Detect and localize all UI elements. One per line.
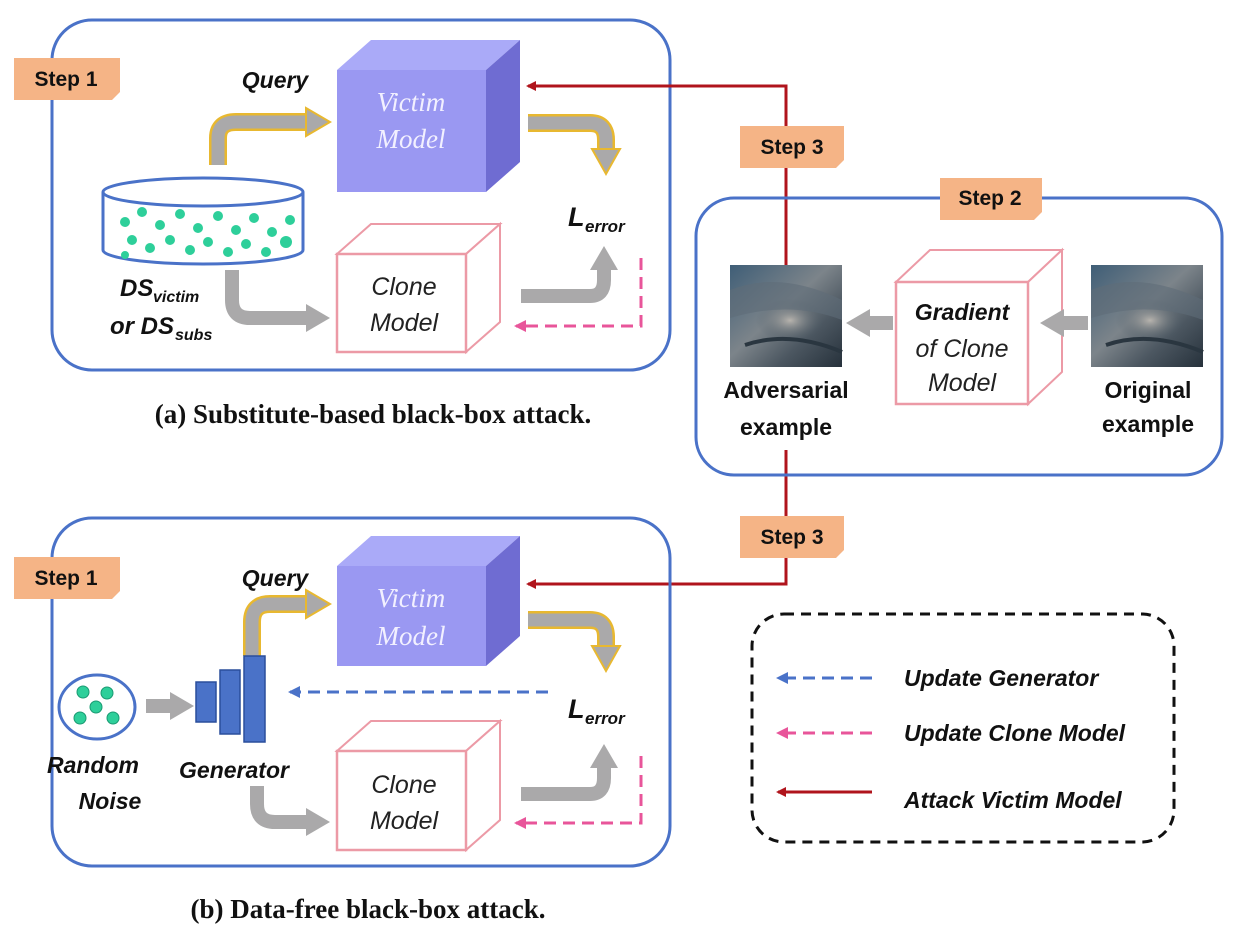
- legend-box: [750, 612, 1176, 844]
- attack-victim-path: [526, 81, 788, 589]
- generator-label: Generator: [179, 757, 290, 783]
- svg-text:error: error: [585, 217, 626, 236]
- panel-b-border: [50, 516, 672, 868]
- svg-text:Update Generator: Update Generator: [904, 665, 1099, 691]
- lerror-label-b: L error: [568, 694, 626, 728]
- victim-label-b-2: Model: [376, 621, 446, 651]
- query-label-a: Query: [242, 67, 310, 93]
- clone-label-b-2: Model: [370, 807, 440, 835]
- gradient-label-2: of Clone: [915, 335, 1008, 363]
- legend-item-update-generator: Update Generator: [776, 665, 1099, 691]
- clone-to-lerror-arrow-a: [521, 246, 618, 303]
- adversarial-label-2: example: [740, 414, 832, 440]
- dataset-to-clone-arrow-a: [225, 270, 330, 332]
- query-label-b: Query: [242, 565, 310, 591]
- caption-a: (a) Substitute-based black-box attack.: [155, 399, 592, 429]
- svg-text:Attack Victim Model: Attack Victim Model: [903, 787, 1122, 813]
- svg-text:Step 3: Step 3: [760, 136, 823, 159]
- original-label-1: Original: [1105, 377, 1192, 403]
- update-clone-arrow-a: [514, 258, 643, 332]
- victim-model-cube-a: Victim Model: [337, 40, 520, 192]
- generator-block: [195, 655, 266, 743]
- random-noise-circle: [57, 673, 137, 741]
- clone-label-b-1: Clone: [371, 771, 436, 799]
- ds-label: DS victim or DS subs: [110, 275, 212, 344]
- svg-text:Step 3: Step 3: [760, 526, 823, 549]
- caption-b: (b) Data-free black-box attack.: [191, 894, 546, 924]
- update-clone-arrow-b: [514, 756, 643, 829]
- step1-tag-b: Step 1: [14, 557, 120, 599]
- step3-tag-top: Step 3: [740, 126, 844, 168]
- dataset-cylinder: [101, 176, 305, 266]
- gradient-cube: Gradient of Clone Model: [893, 247, 1065, 407]
- victim-label-a-1: Victim: [377, 87, 445, 117]
- clone-label-a-1: Clone: [371, 273, 436, 301]
- gradient-label-3: Model: [928, 369, 998, 397]
- adversarial-example-image: [730, 265, 843, 367]
- step1-tag-a: Step 1: [14, 58, 120, 100]
- clone-to-lerror-arrow-b: [521, 744, 618, 801]
- query-arrow-a: [209, 106, 332, 165]
- clone-model-cube-a: Clone Model: [334, 221, 503, 355]
- step2-tag: Step 2: [940, 178, 1042, 220]
- original-label-2: example: [1102, 411, 1194, 437]
- step1-label-a: Step 1: [34, 68, 97, 91]
- svg-text:subs: subs: [175, 327, 212, 344]
- legend-item-attack-victim: Attack Victim Model: [776, 787, 1122, 813]
- svg-text:error: error: [585, 709, 626, 728]
- adversarial-label-1: Adversarial: [723, 377, 848, 403]
- clone-model-cube-b: Clone Model: [334, 718, 503, 853]
- original-example-image: [1091, 265, 1204, 367]
- original-to-gradient-arrow: [1040, 309, 1088, 337]
- svg-text:Update Clone Model: Update Clone Model: [904, 720, 1126, 746]
- svg-text:L: L: [568, 694, 585, 724]
- victim-label-a-2: Model: [376, 124, 446, 154]
- svg-text:victim: victim: [153, 289, 199, 306]
- query-arrow-b: [243, 588, 332, 656]
- gradient-label-1: Gradient: [915, 299, 1011, 325]
- victim-label-b-1: Victim: [377, 583, 445, 613]
- gradient-to-adversarial-arrow: [846, 309, 893, 337]
- data-dots: [120, 207, 295, 259]
- clone-label-a-2: Model: [370, 309, 440, 337]
- victim-to-lerror-arrow-a: [528, 114, 622, 177]
- svg-text:DS: DS: [120, 275, 153, 302]
- step1-label-b: Step 1: [34, 567, 97, 590]
- victim-model-cube-b: Victim Model: [337, 536, 520, 666]
- svg-text:Step 2: Step 2: [958, 187, 1021, 210]
- generator-to-clone-arrow: [250, 786, 330, 836]
- svg-text:L: L: [568, 202, 585, 232]
- panel-a-border: [50, 18, 672, 372]
- step3-tag-bottom: Step 3: [740, 516, 844, 558]
- noise-to-generator-arrow: [146, 692, 194, 720]
- legend-item-update-clone: Update Clone Model: [776, 720, 1126, 746]
- lerror-label-a: L error: [568, 202, 626, 236]
- noise-label-2: Noise: [79, 788, 142, 814]
- noise-label-1: Random: [47, 752, 139, 778]
- victim-to-lerror-arrow-b: [528, 611, 622, 674]
- svg-text:or DS: or DS: [110, 313, 174, 340]
